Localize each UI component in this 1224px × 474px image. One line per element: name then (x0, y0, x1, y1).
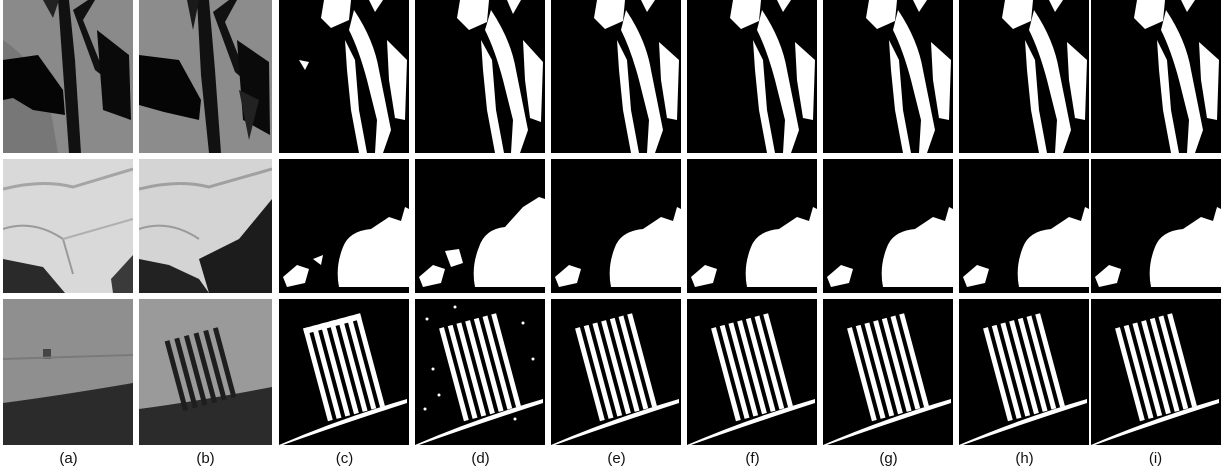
row2-image-b (139, 159, 272, 293)
row3-image-a (3, 299, 133, 445)
row1-image-b (139, 0, 272, 153)
row2-map-f (687, 159, 817, 293)
row3-map-d (415, 299, 545, 445)
label-f: (f) (745, 450, 760, 467)
row2-map-i (1091, 159, 1221, 293)
row1-image-a (3, 0, 133, 153)
label-e: (e) (607, 450, 626, 467)
row3-map-f (687, 299, 817, 445)
label-b: (b) (196, 450, 215, 467)
row3-map-g (823, 299, 953, 445)
row2-map-g (823, 159, 953, 293)
label-h: (h) (1015, 450, 1034, 467)
row1-map-d (415, 0, 545, 153)
label-g: (g) (879, 450, 898, 467)
row2-image-a (3, 159, 133, 293)
row1-map-e (551, 0, 681, 153)
row3-map-e (551, 299, 681, 445)
label-i: (i) (1148, 450, 1163, 467)
row2-map-c (279, 159, 409, 293)
label-c: (c) (335, 450, 354, 467)
row1-map-f (687, 0, 817, 153)
row1-map-i (1091, 0, 1221, 153)
label-d: (d) (471, 450, 490, 467)
row3-map-h (959, 299, 1089, 445)
row3-map-i (1091, 299, 1221, 445)
label-a: (a) (59, 450, 78, 467)
row3-map-c (279, 299, 409, 445)
row1-map-g (823, 0, 953, 153)
row2-map-d (415, 159, 545, 293)
row2-map-e (551, 159, 681, 293)
row3-image-b (139, 299, 272, 445)
row2-map-h (959, 159, 1089, 293)
row1-map-c (279, 0, 409, 153)
row1-map-h (959, 0, 1089, 153)
